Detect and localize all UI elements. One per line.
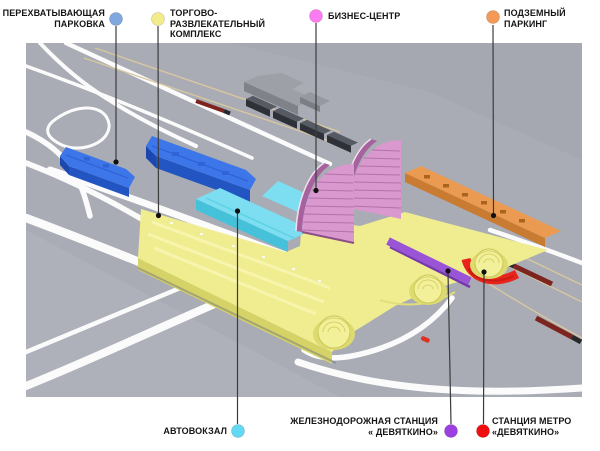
legend-item-shopping-complex: ТОРГОВО- РАЗВЛЕКАТЕЛЬНЫЙ КОМПЛЕКС xyxy=(170,8,265,40)
legend-item-underground-parking: ПОДЗЕМНЫЙ ПАРКИНГ xyxy=(504,8,566,29)
legend-item-intercepting-parking: ПЕРЕХВАТЫВАЮЩАЯ ПАРКОВКА xyxy=(3,8,105,29)
railway-station-platform xyxy=(386,237,472,285)
railway-station-shadow xyxy=(389,245,471,289)
legend-item-business-center: БИЗНЕС-ЦЕНТР xyxy=(328,11,400,22)
road-rail-side xyxy=(26,64,254,160)
legend-item-metro-station: СТАНЦИЯ МЕТРО «ДЕВЯТКИНО» xyxy=(492,416,571,437)
gray-building-2-side xyxy=(300,97,320,112)
bus-terminal-side xyxy=(196,199,288,252)
tower-left-ribs xyxy=(301,173,355,233)
legend-item-bus-terminal: АВТОВОКЗАЛ xyxy=(163,426,227,437)
road-junction-3 xyxy=(38,43,198,148)
gray-building-side xyxy=(244,82,298,115)
leader-metro-station xyxy=(482,271,485,425)
leader-shopping-complex xyxy=(157,25,160,216)
complex-domes xyxy=(313,248,508,350)
dome-middle xyxy=(409,274,447,305)
parking-1-roof-unit xyxy=(103,164,109,168)
legend-label-line: АВТОВОКЗАЛ xyxy=(163,426,227,436)
legend-label-line: ТОРГОВО- xyxy=(170,8,218,18)
dot-intercepting-parking xyxy=(109,12,123,26)
parking-1-side xyxy=(69,166,129,197)
metro-band-shadow xyxy=(467,267,515,282)
leader-railway-station xyxy=(447,270,452,425)
parking-1-roof-unit xyxy=(84,157,90,161)
gray-building-2-roof xyxy=(300,92,330,106)
parking-1-end xyxy=(60,156,69,175)
legend-label-line: КОМПЛЕКС xyxy=(170,29,222,39)
bus-terminal-building xyxy=(196,181,316,252)
legend-label-line: БИЗНЕС-ЦЕНТР xyxy=(328,11,401,21)
dot-business-center xyxy=(309,9,323,23)
dot-metro-station xyxy=(476,424,490,438)
legend-label-line: ПАРКИНГ xyxy=(504,18,548,29)
underground-vents xyxy=(424,175,525,223)
railway-station-strip xyxy=(386,237,472,289)
legend-label-line: ЖЕЛЕЗНОДОРОЖНАЯ СТАНЦИЯ xyxy=(290,416,438,426)
gray-building-roof xyxy=(244,73,314,106)
train-east-head xyxy=(570,334,582,345)
dome-metro xyxy=(470,248,508,279)
legend-label-line: СТАНЦИЯ МЕТРО xyxy=(492,416,572,426)
rail-line-left-1 xyxy=(83,57,333,143)
dot-shopping-complex xyxy=(151,12,165,26)
train-northwest xyxy=(195,99,225,113)
underground-side xyxy=(405,173,545,247)
road-bottom xyxy=(294,358,582,395)
bus-terminal-roof xyxy=(196,188,312,241)
dot-underground-parking xyxy=(486,10,500,24)
business-tower-left xyxy=(295,162,355,244)
legend-label-line: « ДЕВЯТКИНО» xyxy=(368,426,438,437)
leader-lines xyxy=(115,23,495,425)
underground-parking-strip xyxy=(405,166,561,247)
dot-railway-station xyxy=(444,424,458,438)
train-northwest-head xyxy=(223,109,231,116)
tower-left-edge xyxy=(295,162,325,232)
complex-roof-vents xyxy=(170,222,321,282)
legend-dots xyxy=(109,9,500,438)
complex-roof-stripes xyxy=(147,220,331,316)
legend-label-line: ПОДЗЕМНЫЙ xyxy=(504,8,566,18)
business-center-towers xyxy=(295,138,402,244)
train-station xyxy=(512,263,554,287)
legend-label-line: «ДЕВЯТКИНО» xyxy=(492,426,560,437)
legend-item-railway-station: ЖЕЛЕЗНОДОРОЖНАЯ СТАНЦИЯ « ДЕВЯТКИНО» xyxy=(290,416,438,437)
leader-underground-parking xyxy=(492,24,495,216)
tower-left-side xyxy=(296,163,330,232)
tower-right-ribs xyxy=(348,149,402,209)
parking-1-roof-seam xyxy=(65,154,129,179)
parking-1-roof xyxy=(60,147,135,188)
complex-roof xyxy=(138,209,548,352)
parking-2-end xyxy=(146,146,156,168)
parking-2-roof-unit xyxy=(198,162,205,166)
bus-terminal-roof-line xyxy=(205,197,297,240)
leader-endpoints xyxy=(113,159,497,275)
intercepting-parking-building-1 xyxy=(60,147,135,197)
parking-2-side xyxy=(156,156,250,202)
legend-label-line: РАЗВЛЕКАТЕЛЬНЫЙ xyxy=(170,18,266,29)
city-buildings xyxy=(244,73,358,153)
road-east xyxy=(487,227,582,266)
legend-label-line: ПЕРЕХВАТЫВАЮЩАЯ xyxy=(2,8,105,18)
dome-southwest xyxy=(313,315,355,350)
parking-2-roof-unit xyxy=(222,171,229,175)
tower-left-base xyxy=(301,231,355,244)
parking-2-roof-unit xyxy=(172,152,179,156)
road-ramp-loop xyxy=(46,106,111,150)
train-east xyxy=(534,315,574,340)
red-car xyxy=(420,336,430,343)
intercepting-parking-building-2 xyxy=(146,136,256,202)
ground-dark-area xyxy=(230,43,582,160)
legend-label-line: ПАРКОВКА xyxy=(54,18,105,29)
dot-bus-terminal xyxy=(231,424,245,438)
